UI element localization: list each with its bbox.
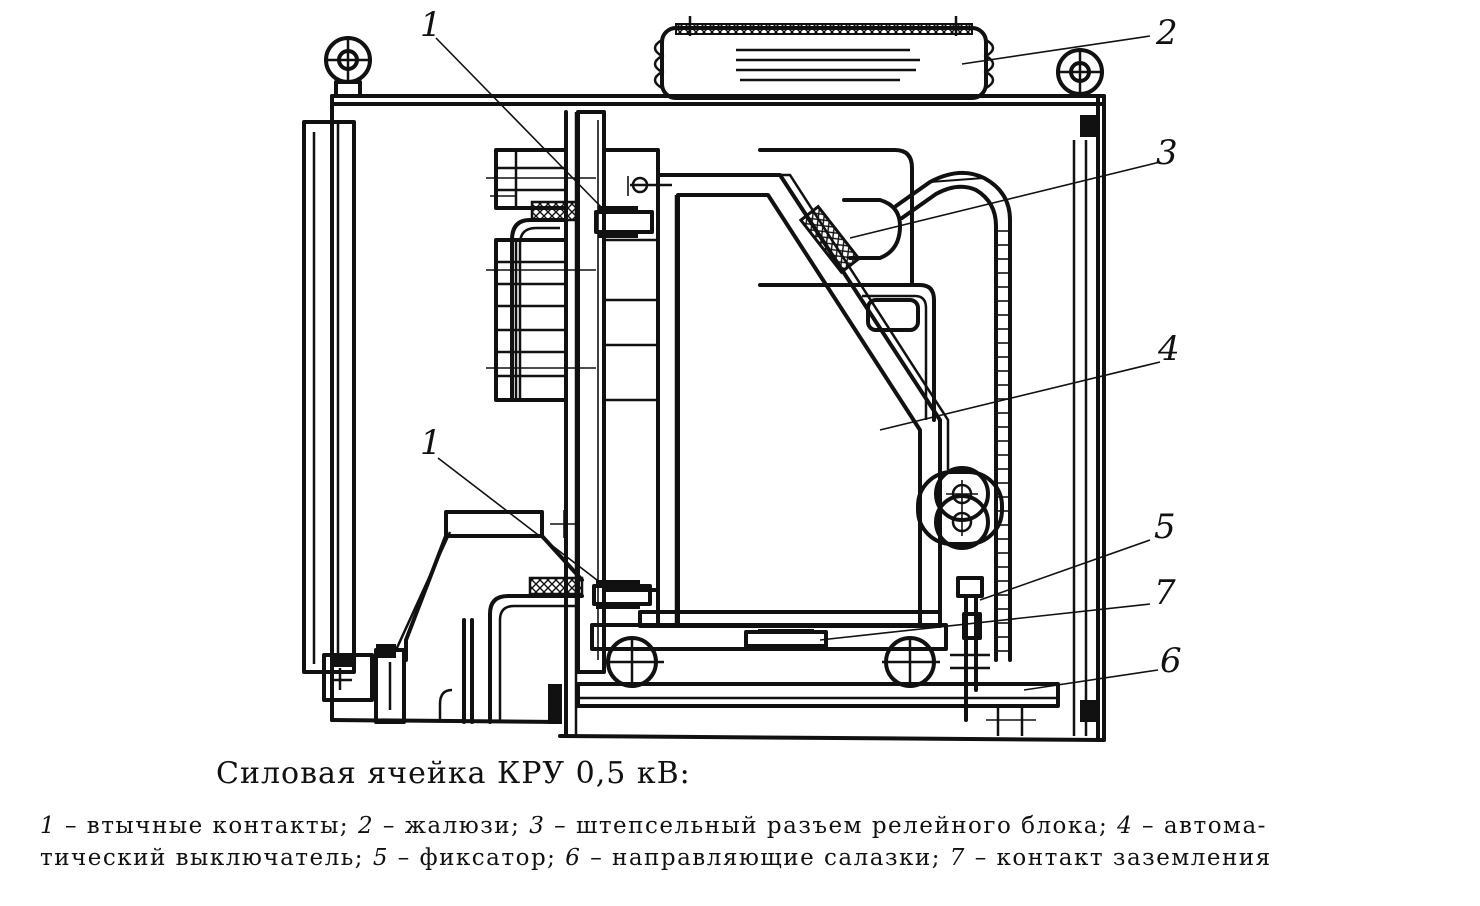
lifting-eye-right: [1056, 48, 1104, 96]
lower-plug-contact: [374, 510, 652, 724]
callout-3: 3: [1156, 133, 1178, 173]
legend-line-2: тический выключатель; 5 – фиксатор; 6 – …: [40, 842, 1440, 874]
legend-num-2: 2: [357, 813, 375, 839]
legend-text-3: – штепсельный разъем релейного блока;: [554, 813, 1109, 839]
cabinet-frame: [302, 94, 1106, 742]
upper-plug-contact: [594, 176, 672, 238]
legend-num-6: 6: [565, 845, 582, 871]
legend-num-1: 1: [40, 813, 57, 839]
callout-7: 7: [1154, 573, 1176, 613]
callout-1-bottom: 1: [420, 423, 442, 463]
legend-text-2: – жалюзи;: [382, 813, 521, 839]
callout-4: 4: [1157, 329, 1180, 369]
callout-6: 6: [1160, 641, 1182, 681]
legend-text-1: – втычные контакты;: [64, 813, 350, 839]
figure-title: Силовая ячейка КРУ 0,5 кВ:: [216, 756, 691, 791]
guide-rails: [576, 682, 1060, 736]
callout-numbers: 1 1 2 3 4 5 7 6: [420, 5, 1182, 681]
legend-num-4: 4: [1117, 813, 1134, 839]
legend-text-7: – контакт заземления: [974, 845, 1272, 871]
legend-line-1: 1 – втычные контакты; 2 – жалюзи; 3 – шт…: [40, 810, 1440, 842]
legend-num-3: 3: [529, 813, 546, 839]
lifting-eye-left: [324, 36, 372, 98]
relay-plug-connector: [798, 170, 1012, 662]
legend-text-5: – фиксатор;: [397, 845, 557, 871]
busbar-assembly: [486, 148, 596, 402]
latch-and-earth: [950, 576, 990, 722]
callout-5: 5: [1154, 507, 1176, 547]
legend-text-4: – автома-: [1142, 813, 1267, 839]
legend-num-5: 5: [372, 845, 389, 871]
carriage: [590, 610, 948, 688]
legend-num-7: 7: [949, 845, 966, 871]
figure-legend: 1 – втычные контакты; 2 – жалюзи; 3 – шт…: [40, 810, 1440, 874]
callout-2: 2: [1155, 13, 1178, 53]
crosshair-markers: [490, 176, 629, 538]
callout-1-top: 1: [420, 5, 442, 45]
legend-text-4-cont: тический выключатель;: [40, 845, 364, 871]
legend-text-6: – направляющие салазки;: [590, 845, 941, 871]
louvre-box: [653, 16, 995, 100]
leader-lines: [435, 35, 1161, 691]
